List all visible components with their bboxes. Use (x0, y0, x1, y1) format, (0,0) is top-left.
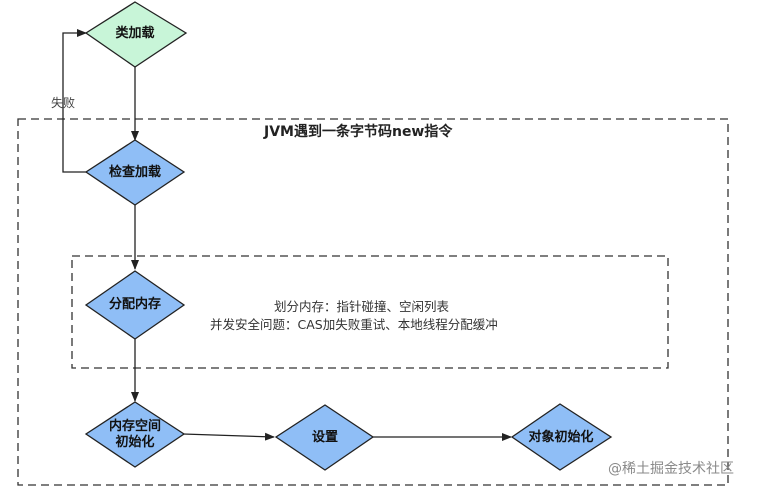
node-allocate (84, 270, 186, 340)
node-object-init (510, 403, 613, 471)
watermark-text: @稀土掘金技术社区 (608, 461, 734, 477)
alloc-note-line2: 并发安全问题：CAS加失败重试、本地线程分配缓冲 (210, 317, 498, 332)
node-check-load-label: 检查加载 (108, 165, 162, 180)
node-memory-init-label-line1: 内存空间 (108, 419, 162, 434)
node-check-load (84, 139, 186, 206)
edge-check-fail-loop (62, 29, 87, 173)
edge-init-to-setup (182, 432, 275, 441)
node-class-load (84, 1, 188, 68)
outer-dashed-box (17, 118, 729, 486)
node-object-init-label: 对象初始化 (528, 430, 594, 445)
node-allocate-label: 分配内存 (108, 297, 162, 312)
node-memory-init-label-line2: 初始化 (115, 435, 155, 450)
node-memory-init (84, 401, 186, 468)
node-class-load-label: 类加载 (115, 26, 155, 41)
node-setup (274, 404, 375, 471)
node-memory-init-label: 内存空间 初始化 (109, 419, 161, 451)
node-setup-label: 设置 (311, 430, 339, 445)
outer-box-title: JVM遇到一条字节码new指令 (264, 124, 453, 140)
alloc-note-line1: 划分内存：指针碰撞、空闲列表 (274, 299, 450, 314)
alloc-dashed-box (71, 255, 669, 369)
edge-label-fail: 失败 (51, 96, 76, 110)
